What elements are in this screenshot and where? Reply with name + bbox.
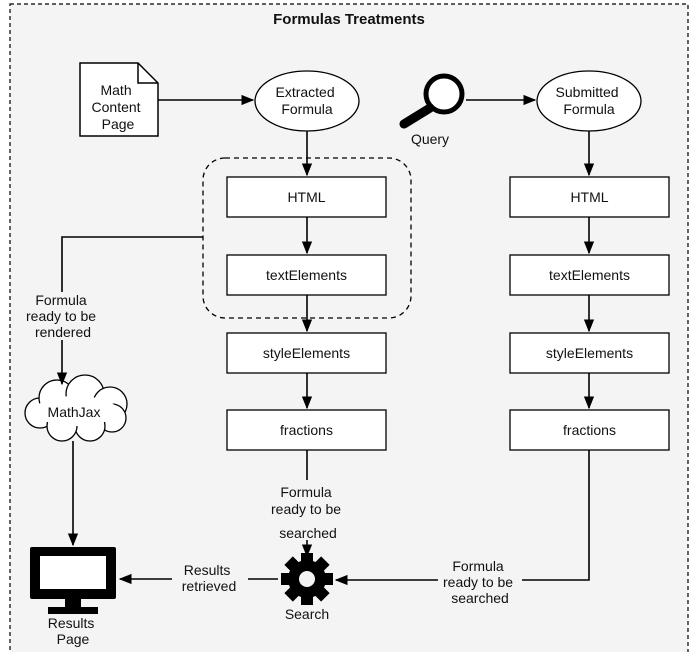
- left-step-html: [226, 176, 387, 218]
- edge-right-fractions-to-search: [334, 450, 590, 586]
- math-page-label-2: Content: [92, 99, 141, 115]
- searched-right-label-1: Formula: [452, 558, 504, 574]
- edge-label-rendered-group: Formula ready to be rendered: [26, 292, 100, 340]
- left-pipeline: HTML textElements styleElements fraction…: [226, 176, 387, 451]
- searched-left-label-2: ready to be: [271, 501, 341, 517]
- edge-label-searched-right-group: Formula ready to be searched: [438, 558, 522, 608]
- retrieved-label-2: retrieved: [182, 578, 236, 594]
- diagram-title: Formulas Treatments: [273, 11, 425, 28]
- submitted-label-2: Formula: [563, 101, 615, 117]
- svg-text:Submitted Formula: Submitted Formula: [556, 84, 623, 117]
- rendered-label-2: ready to be: [26, 308, 96, 324]
- right-pipeline: HTML textElements styleElements fraction…: [509, 176, 670, 451]
- search-node: Search: [281, 553, 333, 622]
- right-step-styleelements: [509, 332, 670, 374]
- math-page-label-1: Math: [100, 82, 131, 98]
- gear-icon: [281, 553, 333, 605]
- retrieved-label-1: Results: [184, 562, 231, 578]
- monitor-icon: [30, 547, 116, 614]
- searched-right-label-2: ready to be: [443, 574, 513, 590]
- edge-label-retrieved-group: Results retrieved: [172, 560, 248, 596]
- right-step-html: [509, 176, 670, 218]
- right-step-fractions-label: fractions: [563, 422, 616, 438]
- magnifier-icon: [399, 73, 465, 129]
- math-content-page-node: Math Content Page: [79, 62, 159, 137]
- submitted-formula-node: Submitted Formula: [536, 70, 642, 132]
- results-page-node: Results Page: [30, 547, 116, 647]
- cloud-icon: [24, 374, 128, 442]
- mathjax-node: MathJax: [24, 374, 128, 442]
- connectors: [56, 94, 595, 586]
- math-page-label-3: Page: [102, 116, 135, 132]
- edge-group-to-mathjax-top: [61, 236, 203, 292]
- svg-text:Results Page: Results Page: [48, 615, 99, 647]
- right-step-textelements-label: textElements: [549, 267, 630, 283]
- right-step-styleelements-label: styleElements: [546, 345, 633, 361]
- left-step-textelements: [226, 254, 387, 296]
- searched-left-label-1: Formula: [280, 484, 332, 500]
- rendered-label-1: Formula: [35, 292, 87, 308]
- right-step-html-label: HTML: [570, 189, 608, 205]
- query-label: Query: [411, 131, 449, 147]
- left-step-styleelements-label: styleElements: [263, 345, 350, 361]
- rendered-label-3: rendered: [35, 324, 91, 340]
- right-step-textelements: [509, 254, 670, 296]
- svg-text:Formula ready to be: Formula ready to be rendered: [26, 292, 100, 340]
- submitted-label-1: Submitted: [556, 84, 619, 100]
- extracted-formula-node: Extracted Formula: [254, 70, 360, 132]
- svg-text:Results retrieved: Results retrieved: [182, 562, 236, 594]
- query-node: Query: [399, 73, 465, 147]
- edge-label-searched-left-group: Formula ready to be searched: [271, 484, 345, 541]
- left-step-fractions-label: fractions: [280, 422, 333, 438]
- svg-text:Formula ready to be: Formula ready to be searched: [271, 484, 345, 541]
- search-label: Search: [285, 606, 329, 622]
- searched-left-label-3: searched: [279, 525, 337, 541]
- left-step-textelements-label: textElements: [266, 267, 347, 283]
- right-step-fractions: [509, 409, 670, 451]
- searched-right-label-3: searched: [451, 590, 509, 606]
- left-step-fractions: [226, 409, 387, 451]
- mathjax-label: MathJax: [48, 404, 101, 420]
- svg-text:Formula ready to be: Formula ready to be searched: [443, 558, 517, 606]
- left-step-styleelements: [226, 332, 387, 374]
- svg-text:Math Content Page: Math Content Page: [92, 82, 145, 132]
- extracted-label-1: Extracted: [275, 84, 334, 100]
- extracted-label-2: Formula: [281, 101, 333, 117]
- left-step-html-label: HTML: [287, 189, 325, 205]
- results-page-label-2: Page: [57, 631, 90, 647]
- results-page-label-1: Results: [48, 615, 95, 631]
- svg-text:Extracted Formula: Extracted Formula: [275, 84, 338, 117]
